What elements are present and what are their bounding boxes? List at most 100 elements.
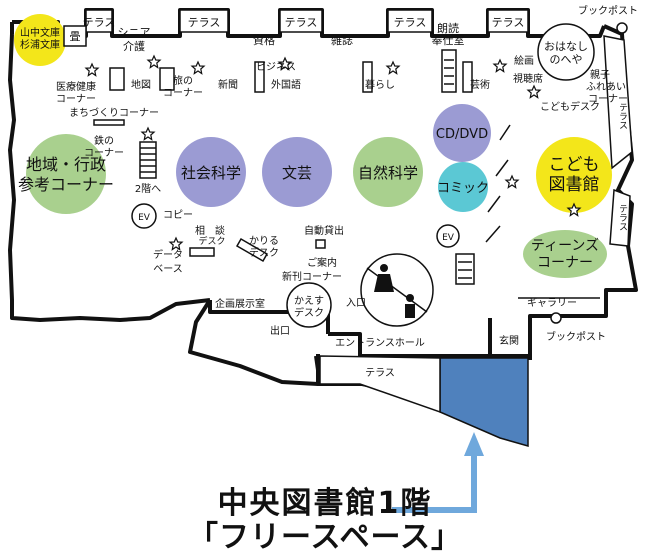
business-label-2: 外国語 <box>271 78 301 91</box>
literature-circle <box>262 137 332 207</box>
deguchi-label: 出口 <box>270 324 290 337</box>
local-label-1: 地域・行政 <box>26 155 106 174</box>
terrace-label-2: テラス <box>188 16 221 29</box>
kurashi-label: 暮らし <box>365 78 395 91</box>
ev-circle-left <box>131 203 157 229</box>
iryou-label-2: コーナー <box>56 93 96 105</box>
kaesu-label-2: デスク <box>294 306 324 319</box>
ohanashi-label-1: おはなし <box>544 40 588 53</box>
children-label-2: 図書館 <box>549 175 600 195</box>
shikaku-label: 資格 <box>253 33 275 47</box>
teens-circle <box>523 230 607 278</box>
gate-lines <box>485 124 600 299</box>
science-label: 自然科学 <box>358 164 418 182</box>
terrace-right-bottom-label: テラス <box>617 204 627 231</box>
nikai-label: 2階へ <box>135 183 161 195</box>
goannai-label: ご案内 <box>307 256 337 269</box>
building-walls <box>8 8 638 412</box>
terrace-label-4: テラス <box>394 16 427 29</box>
terrace-label-1: テラス <box>83 16 116 29</box>
eizou-label-1: 絵画 <box>514 54 534 67</box>
iriguchi-label: 入口 <box>346 298 366 309</box>
furniture <box>63 25 475 285</box>
free-space-area <box>439 357 529 447</box>
cd-circle <box>433 104 491 162</box>
bookpost-top-marker <box>616 22 628 34</box>
tetsu-label-2: コーナー <box>84 147 124 159</box>
free-space-arrow <box>392 432 484 513</box>
children-label-1: こども <box>549 155 600 175</box>
ev-right-label: EV <box>442 233 455 243</box>
stairs <box>140 59 472 279</box>
local-circle <box>26 134 106 214</box>
data-label-1: データ <box>153 248 183 261</box>
kariru-label-2: デスク <box>249 246 279 259</box>
geijutsu-label: 芸術 <box>470 78 490 91</box>
eizou-label-2: 視聴席 <box>513 72 543 85</box>
chizu-label: 地図 <box>131 78 151 91</box>
bookpost-top-label: ブックポスト <box>578 4 638 17</box>
yamanaka-label-2: 杉浦文庫 <box>20 38 60 51</box>
teens-label-2: コーナー <box>537 255 593 271</box>
genkan-label: 玄関 <box>499 334 519 347</box>
teens-label-1: ティーンズ <box>531 238 599 254</box>
children-circle <box>536 137 612 213</box>
tabi-label-2: コーナー <box>163 87 203 99</box>
terrace-label-3: テラス <box>285 16 318 29</box>
yamanaka-label-1: 山中文庫 <box>20 26 60 39</box>
restroom-icons <box>374 264 415 318</box>
zasshi-label: 雑誌 <box>331 33 353 47</box>
oyako-label-3: コーナー <box>588 93 628 105</box>
senior-label-1: シニア <box>118 26 151 39</box>
local-label-2: 参考コーナー <box>18 175 114 194</box>
terrace-bottom-label: テラス <box>365 367 395 379</box>
right-terrace-bottom <box>609 188 631 247</box>
data-label-2: ベース <box>153 263 183 275</box>
free-space-subtitle: 「フリースペース」 <box>188 520 462 555</box>
social-label: 社会科学 <box>181 164 241 182</box>
ev-circle-right <box>436 224 460 248</box>
roudoku-label-1: 朗読 <box>437 21 459 35</box>
shinbun-label: 新聞 <box>218 78 238 91</box>
terrace-group <box>85 9 529 33</box>
bookpost-bottom-label: ブックポスト <box>546 330 606 343</box>
senior-label-2: 介護 <box>123 39 145 53</box>
kaesu-label-1: かえす <box>294 295 324 307</box>
kaesu-circle <box>286 282 332 328</box>
terrace-right-top-label: テラス <box>617 102 627 129</box>
restroom-divider <box>366 267 428 313</box>
jidou-label: 自動貸出 <box>304 224 344 237</box>
yamanaka-circle <box>14 14 66 66</box>
kodomo-desk-label: こどもデスク <box>540 100 600 113</box>
copy-label: コピー <box>163 209 193 221</box>
floor-title: 中央図書館1階 <box>217 486 433 521</box>
kikaku-label: 企画展示室 <box>215 297 265 310</box>
machizukuri-label: まちづくりコーナー <box>69 107 159 119</box>
soudan-label-1: 相 談 <box>195 224 225 237</box>
bookpost-bottom-marker <box>550 312 562 324</box>
ev-left-label: EV <box>138 213 151 223</box>
shinkan-label: 新刊コーナー <box>282 270 342 283</box>
comic-label: コミック <box>437 181 489 196</box>
gallery-label: ギャラリー <box>527 297 577 309</box>
iryou-label-1: 医療健康 <box>56 80 96 93</box>
comic-circle <box>438 162 488 212</box>
tabi-label-1: 旅の <box>173 74 193 87</box>
ohanashi-label-2: のへや <box>550 53 583 66</box>
science-circle <box>353 137 423 207</box>
entrance-label: エントランスホール <box>335 337 425 349</box>
bottom-terrace <box>319 355 441 414</box>
ohanashi-circle <box>537 23 595 81</box>
business-label-1: ビジネス <box>256 61 296 73</box>
terrace-label-5: テラス <box>492 16 525 29</box>
tatami-label: 畳 <box>70 30 81 43</box>
soudan-label-2: デスク <box>198 235 225 247</box>
oyako-label-2: ふれあい <box>586 81 626 93</box>
zones <box>14 14 612 278</box>
social-circle <box>176 137 246 207</box>
right-terrace-top <box>603 35 633 170</box>
literature-label: 文芸 <box>282 164 312 182</box>
star-markers <box>84 55 581 251</box>
kariru-label-1: かりる <box>249 235 279 247</box>
